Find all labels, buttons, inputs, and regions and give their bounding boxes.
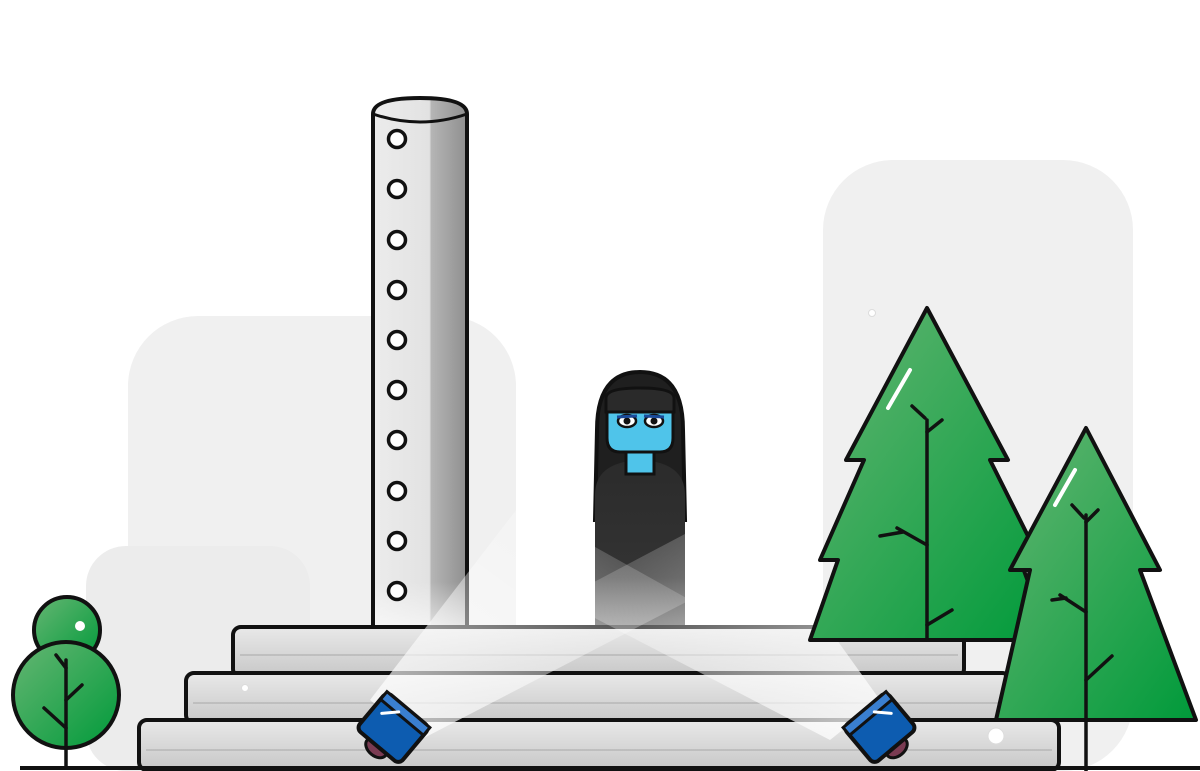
sparkles — [241, 309, 1005, 745]
pillar-hole — [386, 530, 408, 552]
pine-tree-small-body — [994, 426, 1198, 722]
beam-left — [370, 505, 690, 740]
figure-headband — [604, 386, 676, 414]
pillar-hole — [386, 480, 408, 502]
spotlight-right — [841, 689, 917, 764]
light-beams — [370, 505, 880, 740]
pine-tree-small — [994, 426, 1198, 771]
round-bush — [11, 595, 121, 770]
beam-right — [560, 505, 880, 740]
steps — [137, 625, 1061, 771]
figure-eyes — [616, 413, 665, 429]
pillar-hole — [386, 429, 408, 451]
pine-tree-large — [808, 306, 1052, 642]
figure-face — [605, 406, 675, 454]
pillar-hole — [386, 279, 408, 301]
pillar-holes — [386, 128, 408, 602]
pillar-hole — [386, 379, 408, 401]
step-bottom — [137, 718, 1061, 771]
pillar-hole — [386, 229, 408, 251]
pillar-hole — [386, 329, 408, 351]
pillar-hole — [386, 580, 408, 602]
pillar — [371, 96, 469, 632]
pine-tree-large-body — [808, 306, 1052, 642]
pillar-hole — [386, 178, 408, 200]
pillar-hole — [386, 128, 408, 150]
spotlight-left — [356, 689, 432, 764]
